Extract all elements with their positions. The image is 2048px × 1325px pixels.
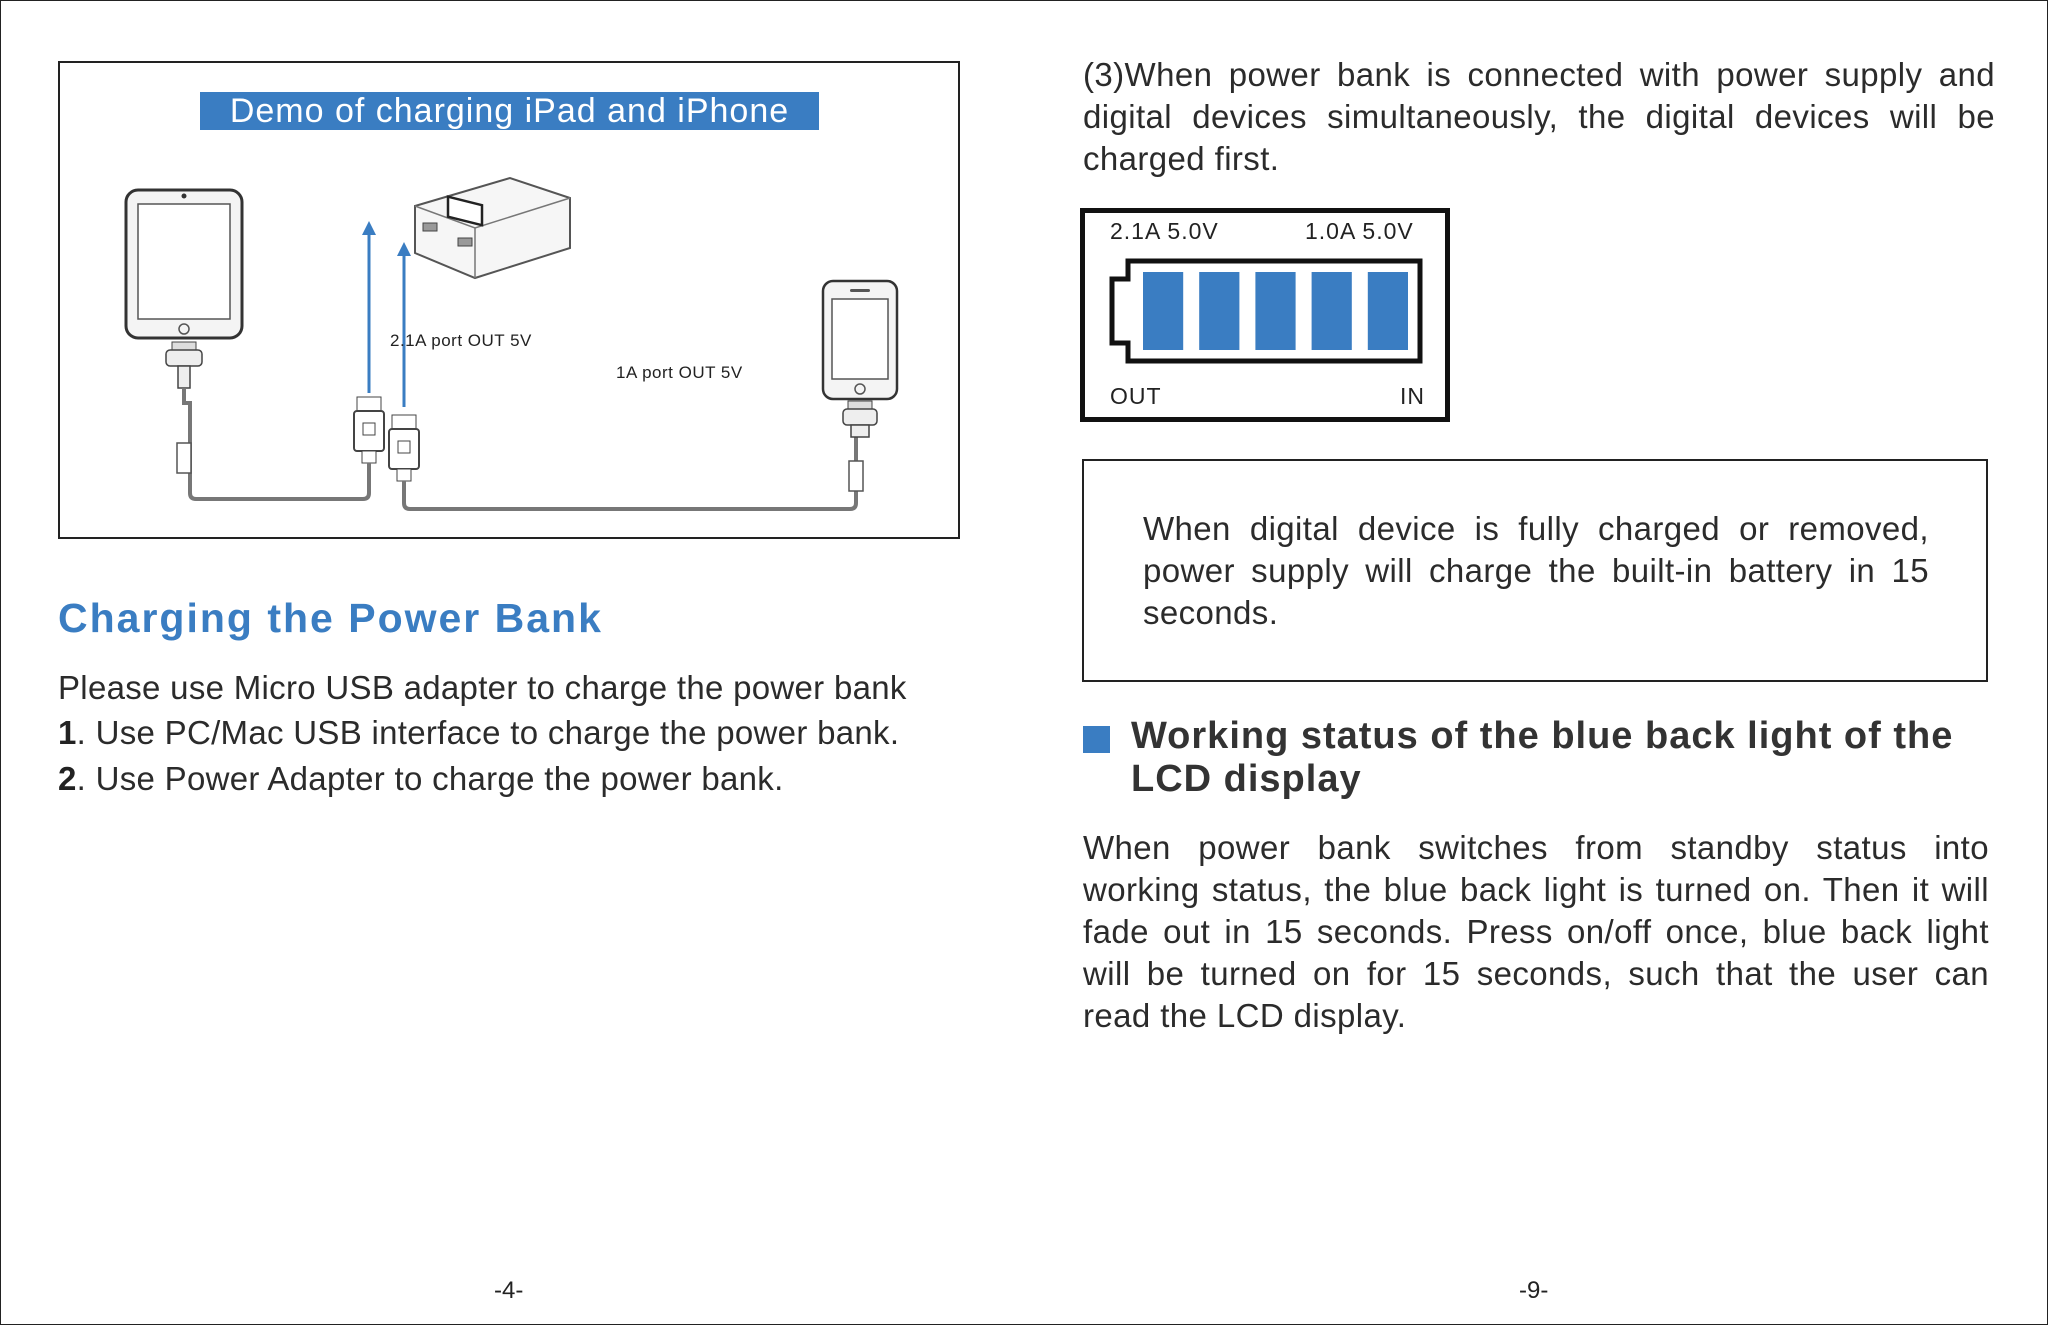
battery-segment — [1311, 272, 1352, 350]
intro-text: Please use Micro USB adapter to charge t… — [58, 669, 907, 706]
step-2-number: 2 — [58, 760, 77, 797]
page-number-right: -9- — [1519, 1277, 1549, 1304]
section-title: Charging the Power Bank — [58, 595, 603, 641]
battery-segments — [1143, 272, 1408, 350]
lcd-label-out: OUT — [1110, 383, 1162, 409]
port-arrow-1a — [397, 242, 411, 407]
usb-plug-1a-icon — [388, 414, 420, 482]
power-bank-icon — [414, 176, 571, 280]
battery-segment — [1199, 272, 1240, 350]
lcd-output-reading-left: 2.1A 5.0V — [1110, 218, 1219, 244]
lcd-display-diagram — [1080, 208, 1450, 422]
status-heading: Working status of the blue back light of… — [1131, 715, 1954, 800]
lcd-battery-icon — [1109, 258, 1423, 364]
battery-segment — [1367, 272, 1408, 350]
demo-banner: Demo of charging iPad and iPhone — [200, 92, 819, 130]
battery-segment — [1255, 272, 1296, 350]
battery-segment — [1143, 272, 1184, 350]
usb-plug-2a-icon — [353, 396, 385, 464]
port-label-1a: 1A port OUT 5V — [616, 363, 743, 382]
port-label-2a: 2.1A port OUT 5V — [390, 331, 532, 350]
step-1-number: 1 — [58, 714, 77, 751]
step-1-text: . Use PC/Mac USB interface to charge the… — [76, 714, 900, 751]
iphone-cable — [402, 435, 858, 511]
page-number-left: -4- — [494, 1277, 524, 1304]
step-1: 1. Use PC/Mac USB interface to charge th… — [58, 714, 899, 752]
port-arrow-2a — [362, 221, 376, 393]
iphone-icon — [821, 279, 899, 438]
status-paragraph: When power bank switches from standby st… — [1083, 829, 1989, 1034]
ipad-icon — [124, 188, 244, 389]
step-2: 2. Use Power Adapter to charge the power… — [58, 760, 784, 798]
step-2-text: . Use Power Adapter to charge the power … — [76, 760, 784, 797]
lcd-output-reading-right: 1.0A 5.0V — [1305, 218, 1414, 244]
notice-text: When digital device is fully charged or … — [1143, 510, 1929, 631]
lcd-label-in: IN — [1400, 383, 1425, 409]
ipad-cable — [182, 388, 371, 501]
note-paragraph-3: (3)When power bank is connected with pow… — [1083, 56, 1995, 177]
charging-demo-figure-frame — [58, 61, 960, 539]
heading-bullet-square — [1083, 726, 1110, 753]
notice-box — [1082, 459, 1988, 682]
charging-demo-illustration — [124, 176, 899, 511]
